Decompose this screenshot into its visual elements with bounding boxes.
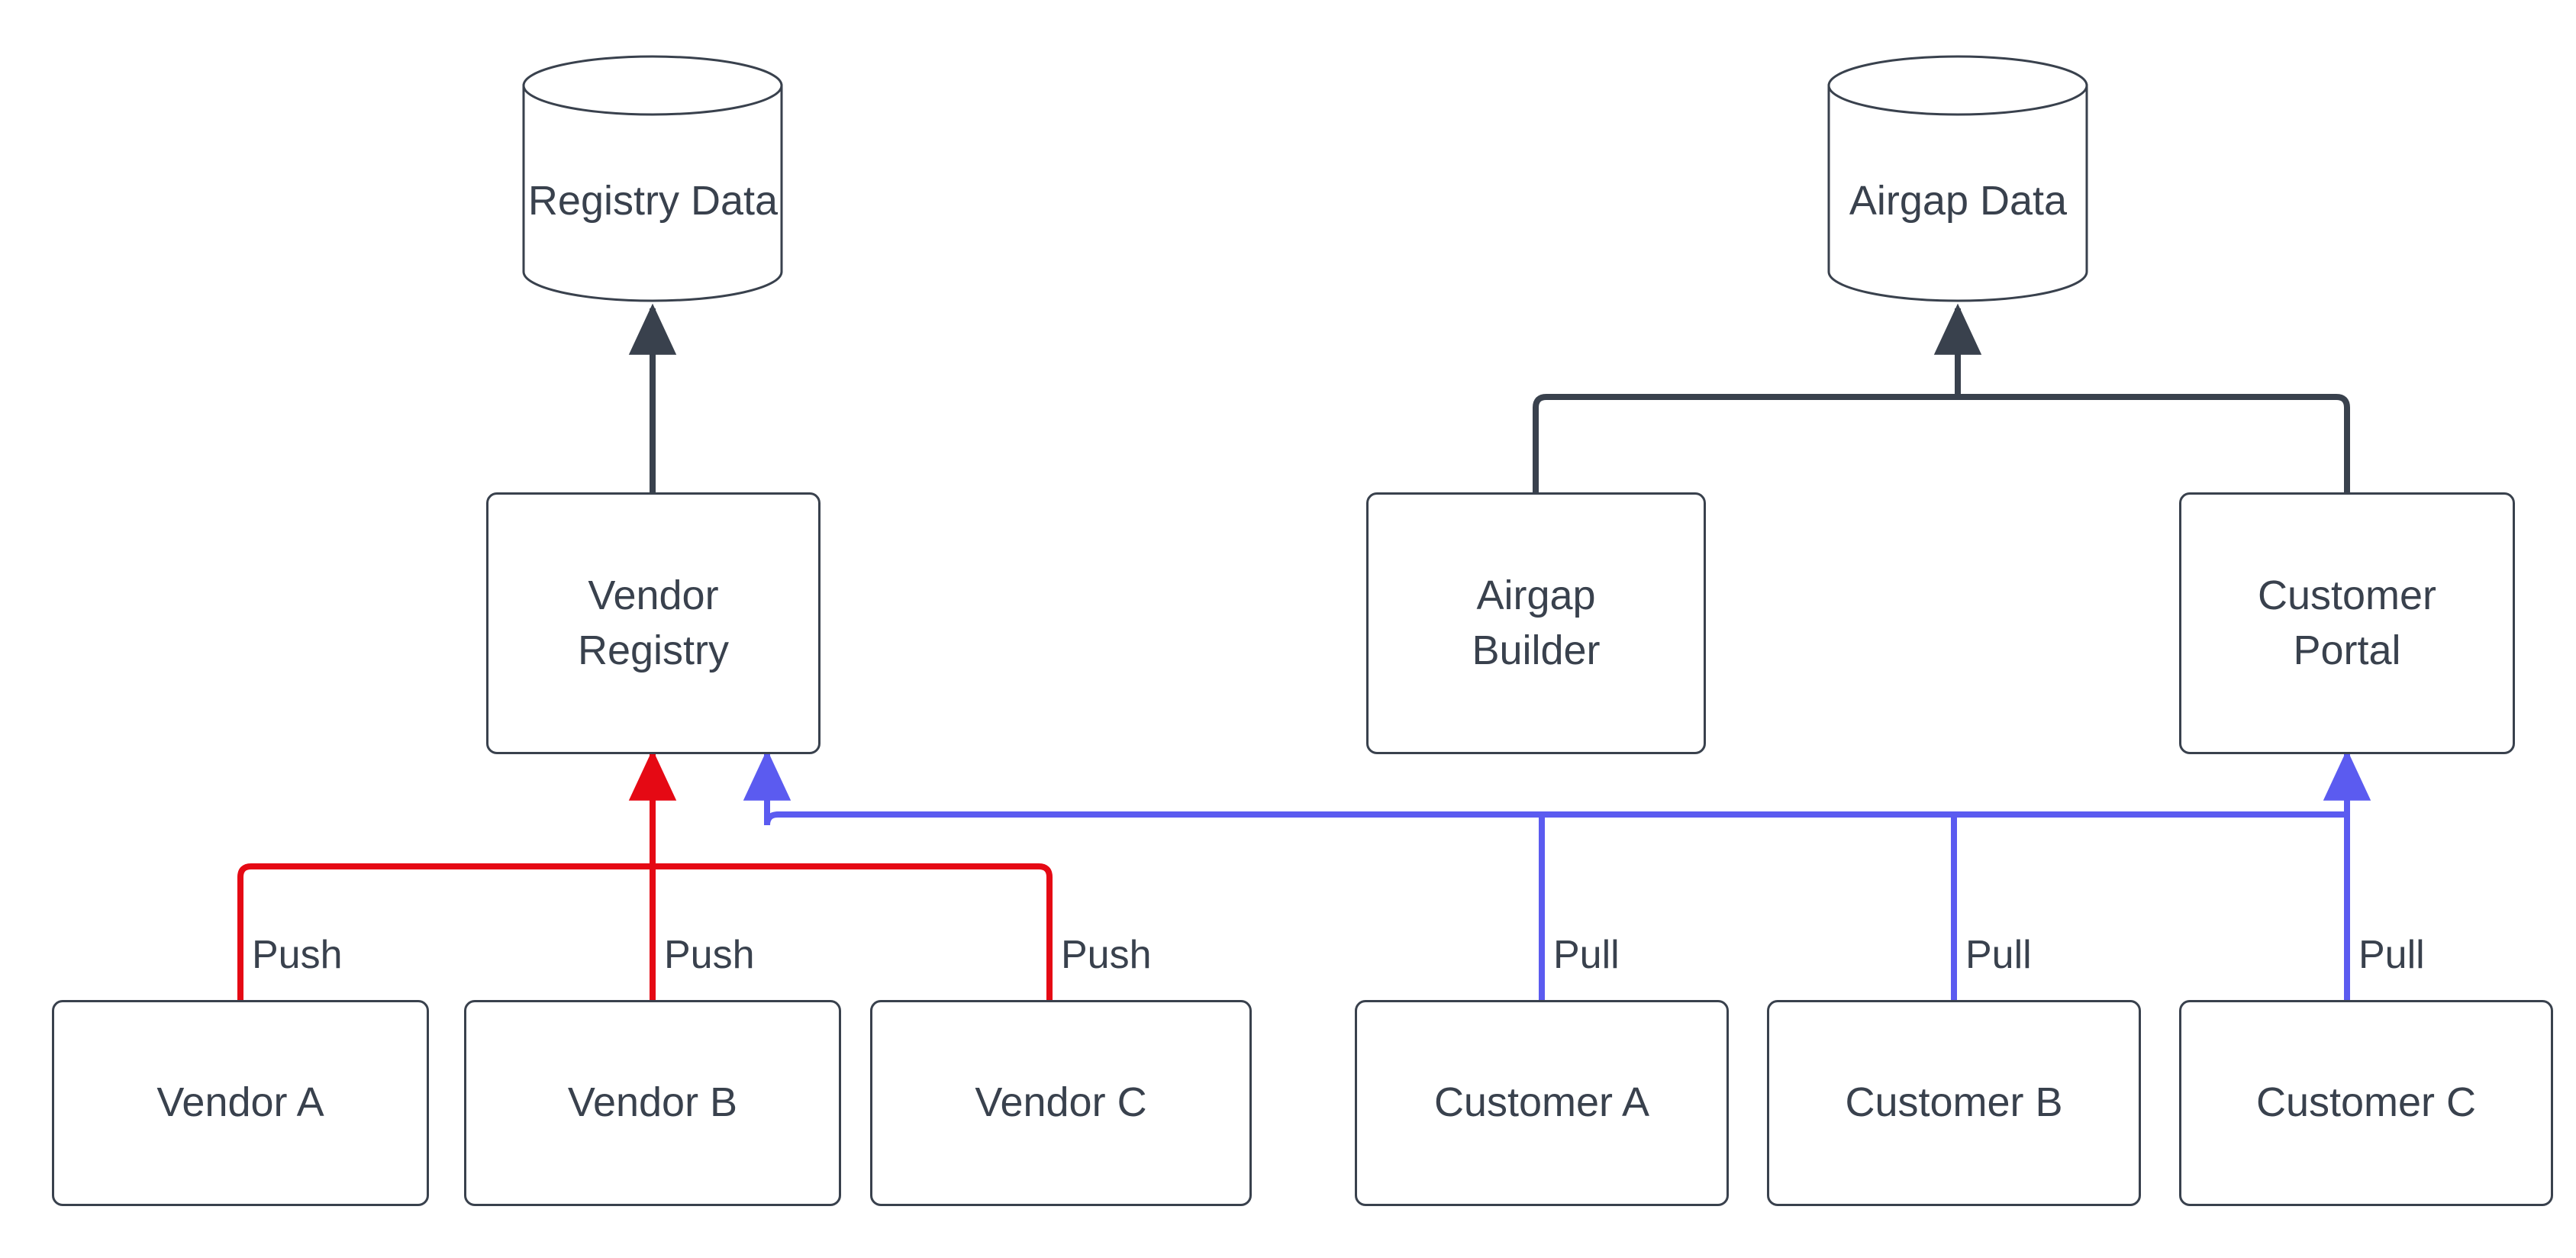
vendor-registry-label-line2: Registry	[577, 627, 730, 673]
edge-label-push-vendor-b: Push	[664, 933, 755, 977]
node-vendor-registry[interactable]: Vendor Registry	[486, 492, 821, 754]
edge-label-push-vendor-c: Push	[1061, 933, 1152, 977]
edge-push-bus	[237, 863, 1053, 1000]
vendor-registry-label-line1: Vendor	[588, 573, 719, 619]
registry-data-node[interactable]: Registry Data	[524, 60, 782, 298]
edge-airgap-bus	[1533, 394, 2350, 492]
customer-a-label: Customer A	[1433, 1079, 1650, 1126]
airgap-builder-label-line1: Airgap	[1476, 573, 1596, 619]
customer-portal-label-line1: Customer	[2257, 573, 2437, 619]
edge-label-pull-customer-b: Pull	[1965, 933, 2032, 977]
node-vendor-b[interactable]: Vendor B	[464, 1000, 841, 1206]
node-customer-b[interactable]: Customer B	[1767, 1000, 2141, 1206]
airgap-builder-label-line2: Builder	[1472, 627, 1601, 673]
customer-portal-label-line2: Portal	[2293, 627, 2401, 673]
customer-c-label: Customer C	[2255, 1079, 2477, 1126]
airgap-data-node[interactable]: Airgap Data	[1829, 60, 2088, 298]
airgap-data-label-line1: Airgap	[1849, 178, 1968, 224]
registry-data-label-line1: Registry	[527, 178, 679, 224]
node-vendor-c[interactable]: Vendor C	[870, 1000, 1252, 1206]
edge-label-pull-customer-c: Pull	[2358, 933, 2425, 977]
vendor-b-label: Vendor B	[567, 1079, 738, 1126]
edge-label-pull-customer-a: Pull	[1553, 933, 1620, 977]
registry-data-label-line2: Data	[690, 178, 779, 224]
vendor-c-label: Vendor C	[975, 1079, 1147, 1126]
airgap-data-label-line2: Data	[1980, 178, 2068, 224]
node-customer-a[interactable]: Customer A	[1355, 1000, 1729, 1206]
node-airgap-builder[interactable]: Airgap Builder	[1366, 492, 1706, 754]
airgap-data-cylinder-shape	[1827, 55, 2088, 302]
customer-b-label: Customer B	[1845, 1079, 2063, 1126]
edge-label-push-vendor-a: Push	[252, 933, 343, 977]
node-customer-c[interactable]: Customer C	[2179, 1000, 2553, 1206]
registry-data-cylinder-shape	[522, 55, 783, 302]
vendor-a-label: Vendor A	[156, 1079, 324, 1126]
node-vendor-a[interactable]: Vendor A	[52, 1000, 429, 1206]
node-customer-portal[interactable]: Customer Portal	[2179, 492, 2515, 754]
